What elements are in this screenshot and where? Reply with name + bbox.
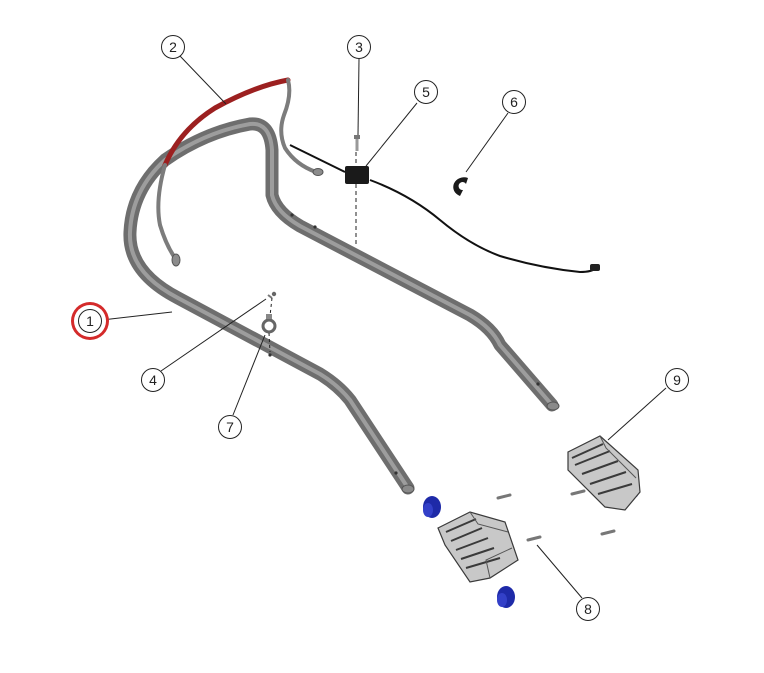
cable-clamp-block xyxy=(345,166,369,184)
leader-line-4 xyxy=(160,298,267,372)
callout-5[interactable]: 5 xyxy=(414,80,438,104)
pin-head xyxy=(271,291,277,297)
screw xyxy=(496,493,512,500)
cable-assembly[interactable] xyxy=(289,144,600,274)
right-bracket-part-9[interactable] xyxy=(567,435,641,511)
screw xyxy=(570,489,586,496)
leader-line-2 xyxy=(179,55,227,105)
leader-line-6 xyxy=(465,112,509,173)
leader-line-5 xyxy=(365,102,418,167)
pin-part-4[interactable] xyxy=(267,291,277,299)
screw-shank xyxy=(355,139,359,151)
callout-7[interactable]: 7 xyxy=(218,415,242,439)
bracket-body xyxy=(437,511,519,583)
c-clip-part-6[interactable] xyxy=(453,177,468,196)
tube-hole xyxy=(313,225,317,229)
bail-end xyxy=(312,168,324,176)
tube-hole xyxy=(290,213,294,217)
callout-2[interactable]: 2 xyxy=(161,35,185,59)
leader-line-7 xyxy=(232,334,266,416)
leader-line-8 xyxy=(536,544,583,599)
bail-bar-red-section xyxy=(162,77,291,168)
callout-3[interactable]: 3 xyxy=(347,35,371,59)
cable-end-fitting xyxy=(590,264,600,271)
bushing-face xyxy=(423,503,433,517)
leader-lines xyxy=(101,55,667,599)
handle-tube[interactable] xyxy=(123,117,560,495)
tube-hole xyxy=(394,471,398,475)
bracket-ribs xyxy=(571,443,633,495)
tube-end-right xyxy=(546,401,560,411)
leader-line-3 xyxy=(357,58,360,136)
callout-4[interactable]: 4 xyxy=(141,368,165,392)
left-bracket[interactable] xyxy=(437,511,519,583)
tube-end-left xyxy=(401,484,415,494)
bail-bar[interactable] xyxy=(156,77,324,267)
knob-ring xyxy=(261,318,277,334)
bail-end xyxy=(171,253,181,267)
callout-6[interactable]: 6 xyxy=(502,90,526,114)
leader-line-9 xyxy=(607,387,667,441)
handle-tube-highlight xyxy=(127,121,554,490)
bracket-body xyxy=(567,435,641,511)
screws-part-8[interactable] xyxy=(496,489,616,542)
tube-hole xyxy=(536,382,540,386)
control-cable xyxy=(289,144,597,274)
bail-bar-left-leg xyxy=(156,163,177,260)
leader-line-1 xyxy=(101,311,173,321)
screw-part-3[interactable] xyxy=(354,135,360,151)
pin-shank xyxy=(267,294,273,299)
bracket-detail xyxy=(469,511,513,579)
c-clip xyxy=(453,177,468,196)
knob-top xyxy=(266,314,272,319)
callout-1[interactable]: 1 xyxy=(78,309,102,333)
callout-8[interactable]: 8 xyxy=(576,597,600,621)
screw-head xyxy=(354,135,360,139)
bail-bar-right-leg xyxy=(279,78,318,174)
knob-part-7[interactable] xyxy=(261,297,277,353)
callout-9[interactable]: 9 xyxy=(665,368,689,392)
tube-hole xyxy=(268,353,272,357)
screw xyxy=(600,529,616,536)
assembly-line xyxy=(269,297,273,317)
bushing-face xyxy=(497,593,507,607)
bracket-detail xyxy=(599,435,637,479)
screw xyxy=(526,535,542,542)
bracket-ribs xyxy=(445,518,501,569)
